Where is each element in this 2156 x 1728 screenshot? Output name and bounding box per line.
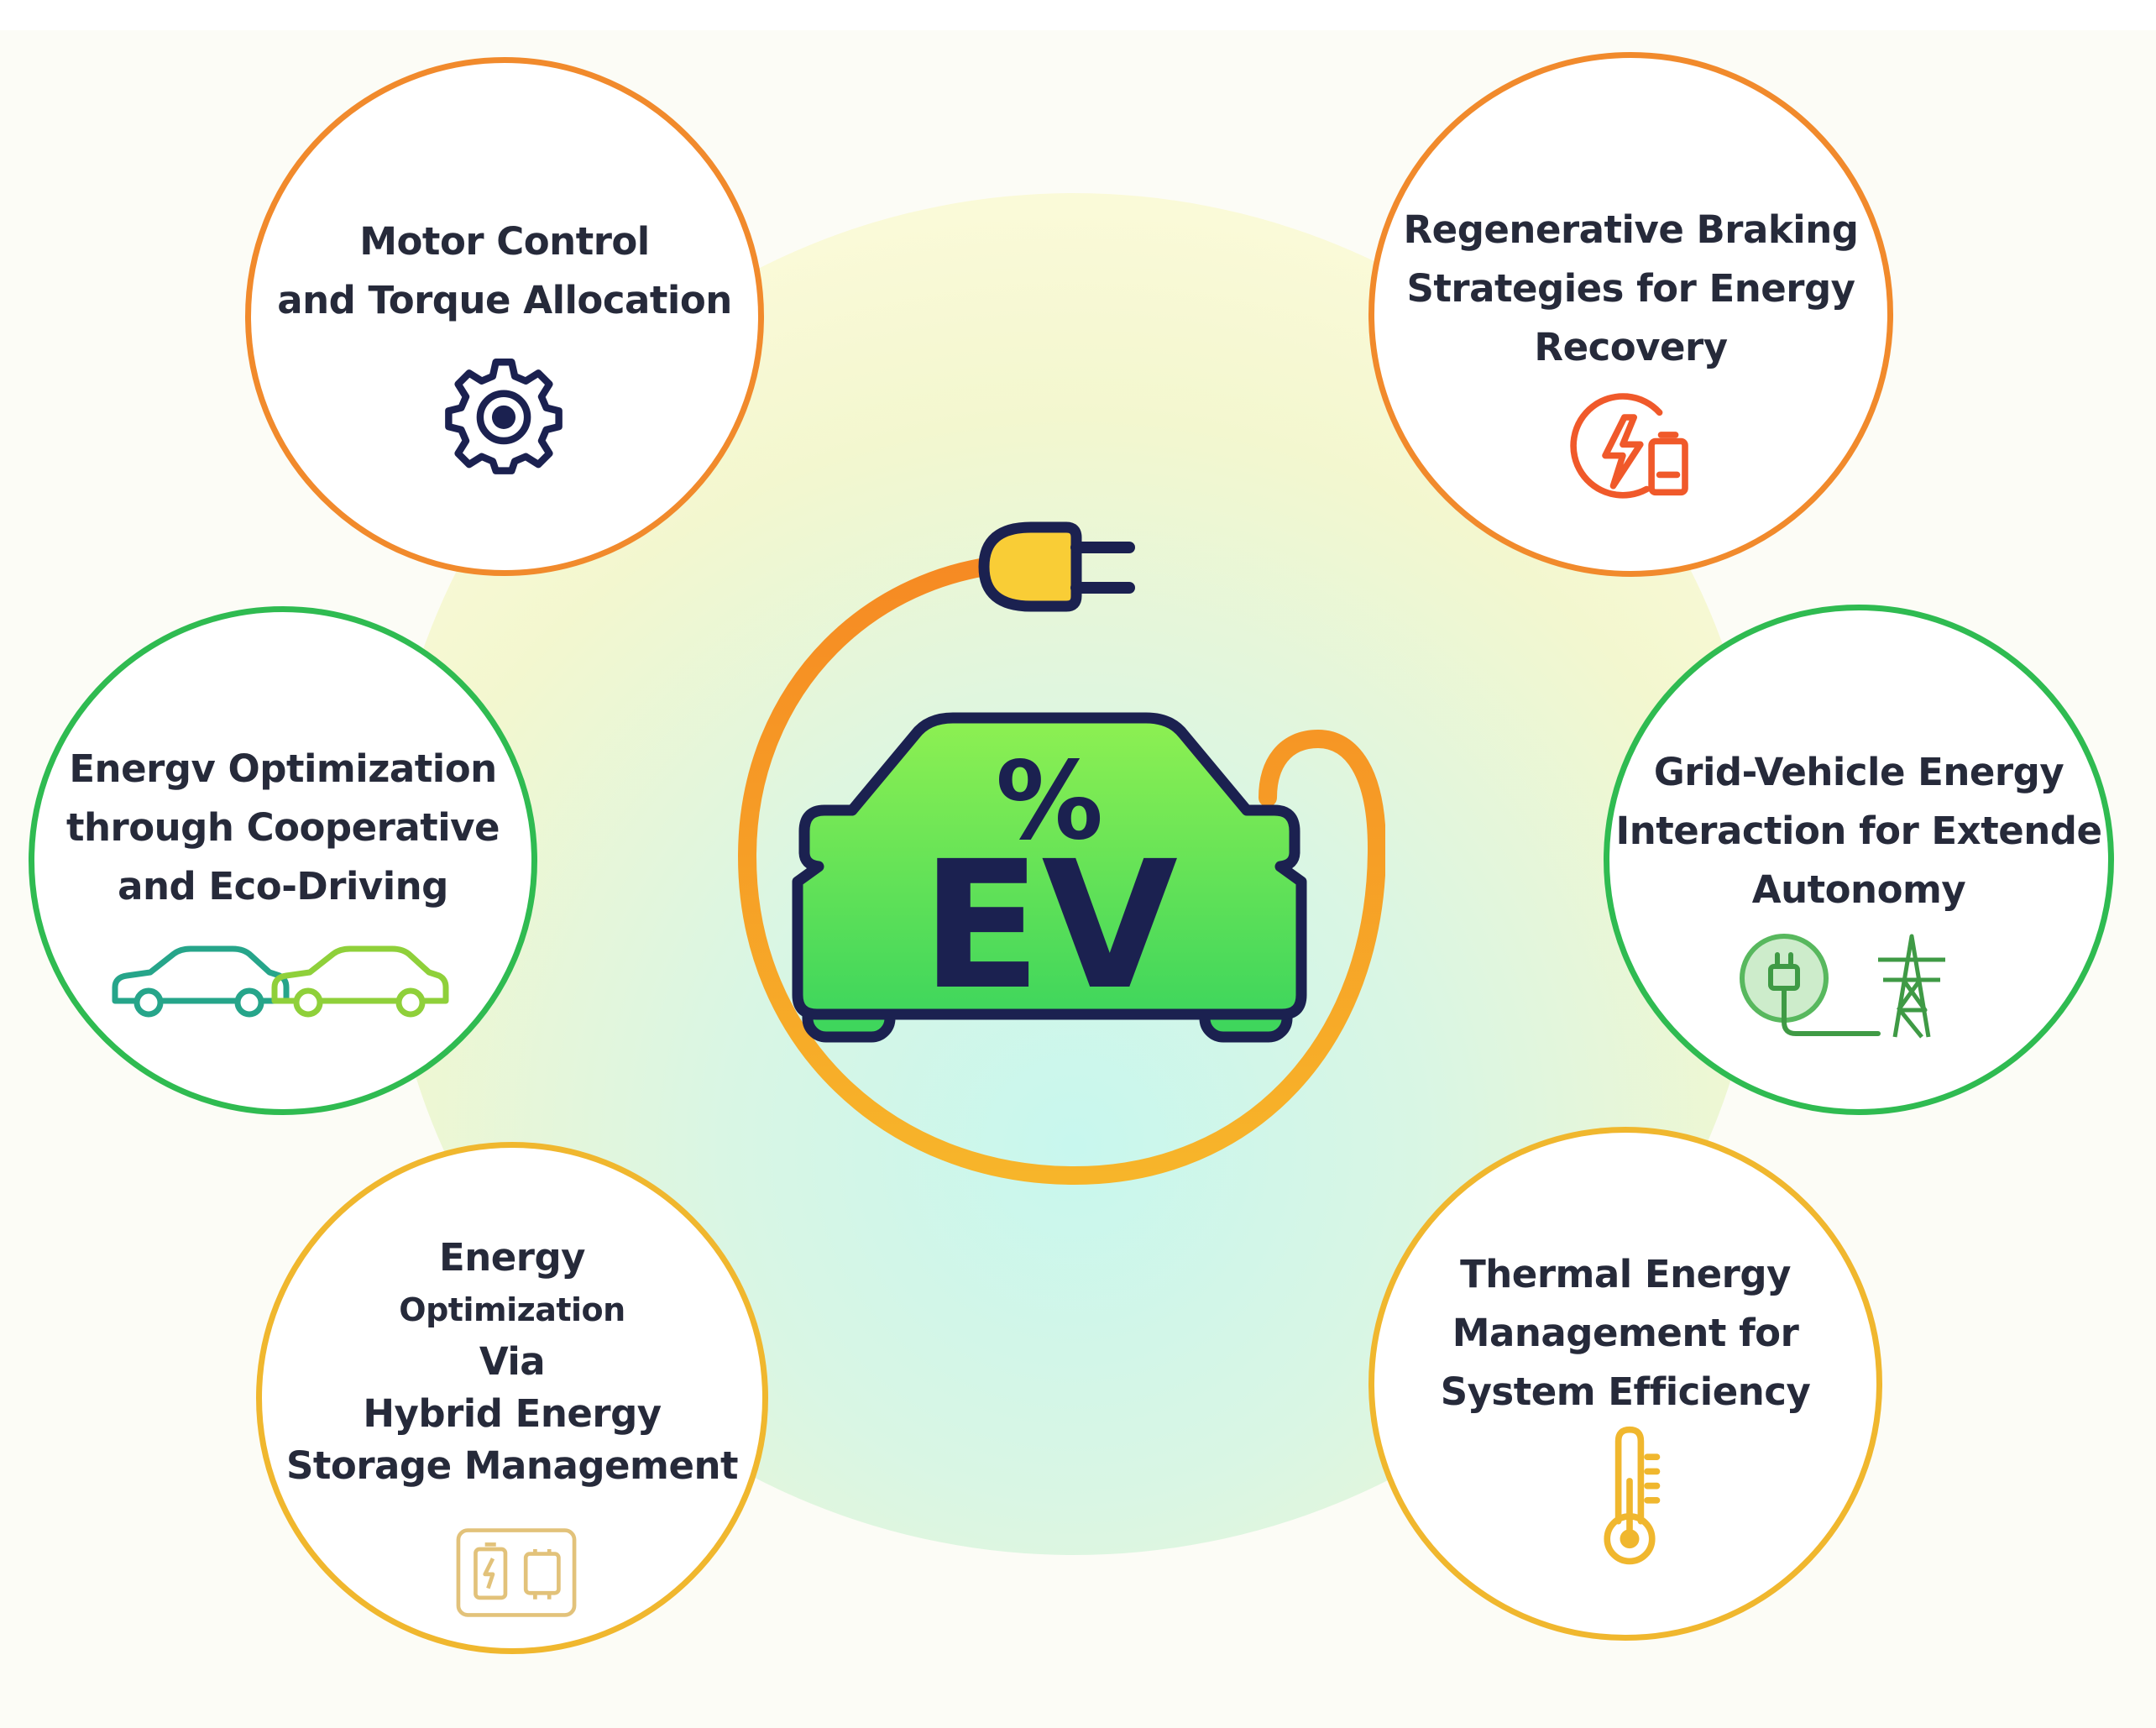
- hub-percent: %: [996, 739, 1103, 864]
- title-line: and Torque Allocation: [277, 278, 732, 322]
- charging-cable: [737, 553, 1385, 1186]
- title-line: Autonomy: [1751, 867, 1966, 912]
- node-title: Motor Control and Torque Allocation: [251, 212, 758, 330]
- plug-pylon-icon: [1740, 934, 1945, 1039]
- title-line: Via: [479, 1339, 546, 1384]
- title-line: Recovery: [1534, 325, 1728, 369]
- thermometer-icon: [1604, 1426, 1661, 1565]
- title-line: Storage Management: [285, 1443, 739, 1488]
- battery-storage-icon: [456, 1528, 577, 1617]
- node-eco-driving: Energv Optimization through Cooperative …: [29, 606, 537, 1115]
- title-line: Strategies for Energy: [1406, 266, 1855, 311]
- ev-car-icon: [792, 712, 1307, 1043]
- node-hybrid-storage: Energy Optimization Via Hybrid Energy St…: [256, 1142, 768, 1654]
- title-line: Regenerative Braking: [1403, 207, 1859, 252]
- title-line: Management for: [1452, 1311, 1799, 1355]
- hub-label: EV: [921, 823, 1178, 1029]
- title-line: and Eco-Driving: [118, 864, 448, 909]
- title-line: Thermal Energy: [1460, 1252, 1791, 1296]
- title-line: Optimization: [399, 1291, 625, 1328]
- lightning-battery-icon: [1570, 393, 1688, 499]
- node-motor-control: Motor Control and Torque Allocation: [245, 57, 764, 576]
- title-line: through Cooperative: [65, 805, 500, 850]
- title-line: Energv Optimization: [69, 746, 497, 791]
- node-thermal-energy: Thermal Energy Management for System Eff…: [1368, 1127, 1882, 1641]
- node-title: Energv Optimization through Cooperative …: [34, 740, 531, 916]
- node-title: Energy Optimization Via Hybrid Energy St…: [262, 1232, 762, 1492]
- node-title: Grid-Vehicle Energy Interaction for Exte…: [1609, 743, 2108, 919]
- plug-icon: [978, 521, 1135, 612]
- title-line: Energy: [438, 1235, 586, 1280]
- title-line: Hybrid Energy: [363, 1391, 662, 1436]
- node-regenerative-braking: Regenerative Braking Strategies for Ener…: [1368, 52, 1893, 577]
- top-strip: [0, 0, 2156, 30]
- ev-charging-hub: % EV: [737, 521, 1385, 1186]
- title-line: Motor Control: [359, 219, 650, 264]
- title-line: System Efficiency: [1440, 1369, 1811, 1414]
- title-line: Grid-Vehicle Energy: [1653, 750, 2064, 794]
- title-line: Interaction for Extende: [1615, 809, 2102, 853]
- node-title: Regenerative Braking Strategies for Ener…: [1374, 201, 1887, 377]
- two-cars-icon: [112, 945, 449, 1018]
- gear-icon: [445, 359, 563, 474]
- node-grid-vehicle: Grid-Vehicle Energy Interaction for Exte…: [1604, 605, 2114, 1115]
- node-title: Thermal Energy Management for System Eff…: [1374, 1245, 1876, 1422]
